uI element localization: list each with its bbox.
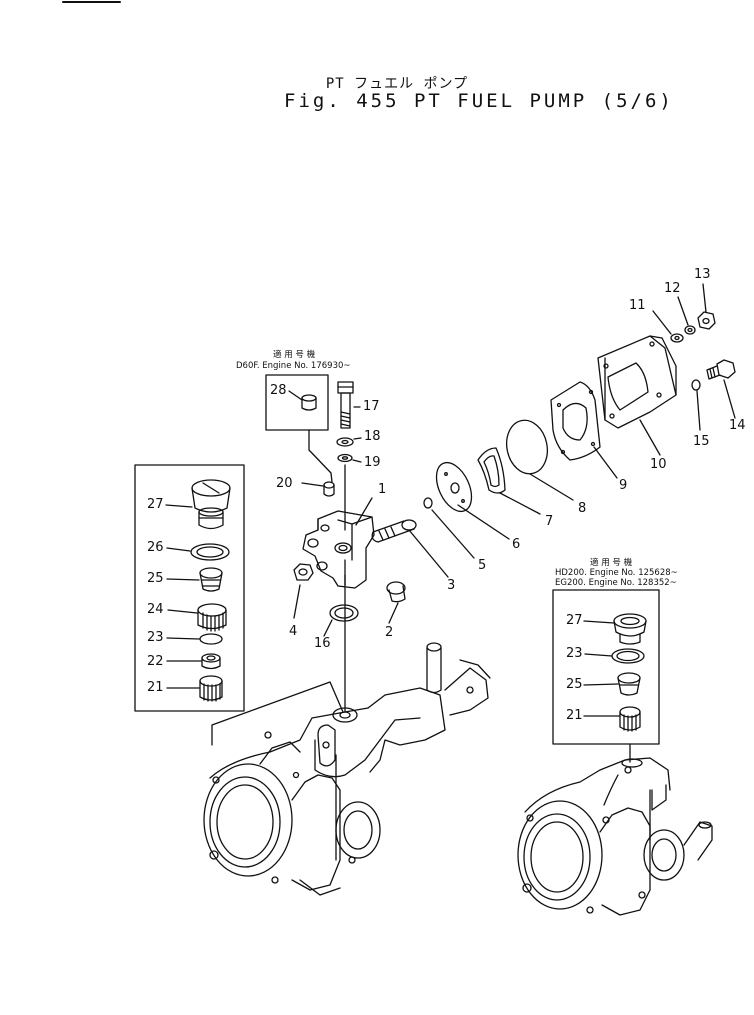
- right-box-callout-25: 25: [566, 677, 583, 692]
- part-13-nut: [697, 311, 716, 330]
- right-applicability-line-2: EG200. Engine No. 128352~: [555, 578, 677, 588]
- callout-8: 8: [578, 501, 587, 516]
- part-16-gasket: [329, 604, 359, 622]
- figure-title: Fig. 455 PT FUEL PUMP (5/6): [284, 90, 674, 112]
- left-applicability-line: D60F. Engine No. 176930~: [236, 361, 351, 371]
- upper-inset-box: [265, 374, 329, 431]
- callout-3: 3: [447, 578, 456, 593]
- left-applicability-heading: 適 用 号 機: [273, 350, 316, 360]
- callout-11: 11: [629, 298, 646, 313]
- part-2-plug: [386, 581, 406, 603]
- left-box-callout-26: 26: [147, 540, 164, 555]
- left-box-callout-21: 21: [147, 680, 164, 695]
- second-pump-body: [517, 757, 713, 916]
- left-box-callout-25: 25: [147, 571, 164, 586]
- part-4-nut: [293, 563, 314, 581]
- callout-28: 28: [270, 383, 287, 398]
- part-20-fitting: [323, 481, 335, 497]
- callout-13: 13: [694, 267, 711, 282]
- title-japanese: PT フュエル ポンプ: [325, 76, 469, 92]
- left-inset-leader: [211, 681, 344, 746]
- callout-7: 7: [545, 514, 554, 529]
- left-box-callout-27: 27: [147, 497, 164, 512]
- left-box-callout-23: 23: [147, 630, 164, 645]
- callout-6: 6: [512, 537, 521, 552]
- part-19-washer: [337, 453, 353, 463]
- right-box-callout-23: 23: [566, 646, 583, 661]
- rb-part-21-screen: [619, 706, 641, 732]
- part-9-gasket: [550, 381, 601, 461]
- left-inset-box: [134, 464, 245, 712]
- part-1-housing: [302, 510, 375, 589]
- callout-5: 5: [478, 558, 487, 573]
- part-7-seal: [477, 447, 506, 494]
- callout-4: 4: [289, 624, 298, 639]
- right-box-callout-21: 21: [566, 708, 583, 723]
- part-15-washer: [691, 379, 701, 391]
- left-box-callout-22: 22: [147, 654, 164, 669]
- left-box-callout-24: 24: [147, 602, 164, 617]
- callout-17: 17: [363, 399, 380, 414]
- callout-15: 15: [693, 434, 710, 449]
- part-6-plate: [435, 461, 473, 513]
- part-21-screen: [199, 675, 223, 702]
- part-18-washer: [336, 437, 354, 447]
- part-26-washer: [190, 543, 230, 561]
- part-14-bolt: [706, 359, 736, 380]
- rb-part-23-o-ring: [611, 648, 645, 664]
- part-25-spring: [199, 567, 223, 592]
- part-5-o-ring: [423, 497, 433, 509]
- callout-10: 10: [650, 457, 667, 472]
- part-10-cover: [597, 335, 677, 429]
- callout-1: 1: [378, 482, 387, 497]
- right-inset-box: [552, 589, 660, 745]
- callout-9: 9: [619, 478, 628, 493]
- part-24-screen: [197, 603, 227, 632]
- part-27-screw-plug: [191, 479, 231, 530]
- part-12-washer: [684, 325, 696, 335]
- main-pump-body: [203, 642, 491, 896]
- callout-19: 19: [364, 455, 381, 470]
- callout-12: 12: [664, 281, 681, 296]
- right-box-callout-27: 27: [566, 613, 583, 628]
- callout-20: 20: [276, 476, 293, 491]
- right-applicability-heading: 適 用 号 機: [590, 558, 633, 568]
- part-28-plug: [301, 394, 317, 411]
- rb-part-25-spring: [617, 672, 641, 696]
- callout-18: 18: [364, 429, 381, 444]
- right-applicability-line-1: HD200. Engine No. 125628~: [555, 568, 678, 578]
- callout-16: 16: [314, 636, 331, 651]
- part-22-spacer: [201, 653, 221, 670]
- rb-part-27-plug: [613, 613, 647, 645]
- part-17-bolt: [337, 381, 354, 429]
- callout-2: 2: [385, 625, 394, 640]
- part-8-o-ring: [505, 419, 549, 475]
- part-11-washer: [670, 333, 684, 343]
- callout-14: 14: [729, 418, 746, 433]
- part-23-o-ring: [199, 633, 223, 645]
